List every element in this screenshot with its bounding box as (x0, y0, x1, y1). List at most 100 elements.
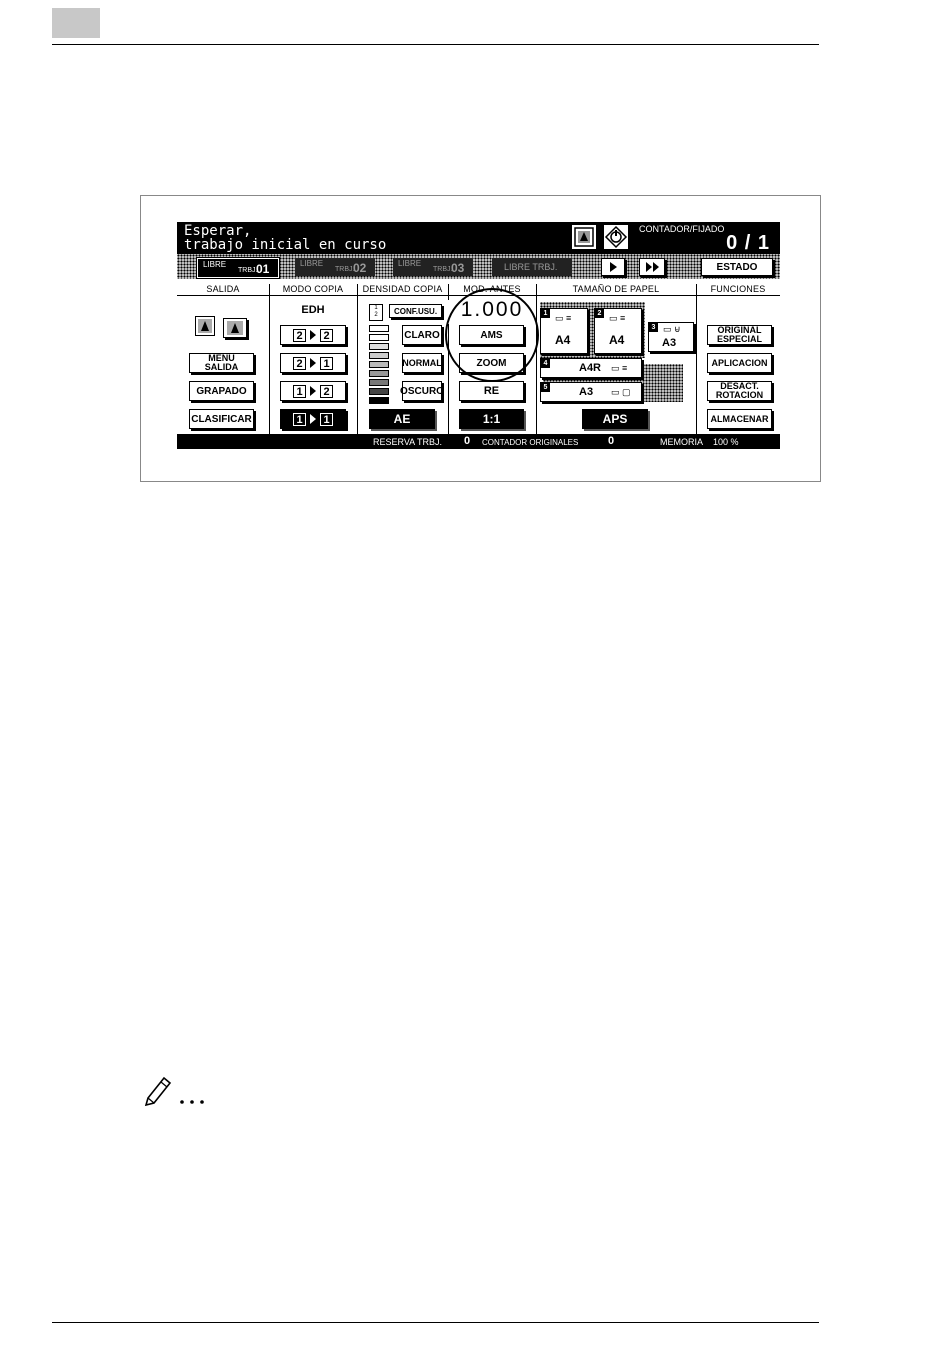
tray-5-number: 5 (541, 383, 550, 392)
job-3-button[interactable]: LIBRE TRBJ. 03 (393, 258, 473, 276)
copy-mode-to: 2 (320, 384, 333, 398)
estado-button[interactable]: ESTADO (701, 258, 773, 276)
control-panel-screen: Esperar, trabajo inicial en curso CONTAD… (177, 222, 780, 449)
job-1-sub: TRBJ. (238, 267, 258, 274)
paper-orientation-icon: ▭ ⊌ (663, 324, 681, 334)
job-2-label: LIBRE (300, 259, 324, 268)
tray-4-size: A4R (579, 362, 602, 374)
claro-button[interactable]: CLARO (402, 325, 442, 345)
scroll-next-button[interactable] (601, 258, 625, 276)
message-line-2: trabajo inicial en curso (184, 237, 387, 253)
copy-mode-to: 1 (320, 356, 333, 370)
tamano-header: TAMAÑO DE PAPEL (572, 284, 660, 294)
original-icon-button[interactable] (572, 225, 596, 249)
density-scale-6 (369, 370, 389, 377)
densidad-header: DENSIDAD COPIA (362, 284, 443, 294)
scroll-end-button[interactable] (639, 258, 665, 276)
density-scale-5 (369, 361, 389, 368)
reserva-value: 0 (464, 435, 471, 447)
oscuro-button[interactable]: OSCURO (400, 381, 444, 401)
document-icon (227, 321, 243, 335)
re-button[interactable]: RE (459, 381, 524, 401)
density-scale-1 (369, 325, 389, 332)
density-scale-2 (369, 334, 389, 341)
tray-1-size: A4 (555, 333, 571, 347)
message-line-1: Esperar, (184, 223, 252, 239)
interrupt-icon (604, 225, 628, 249)
grapado-button[interactable]: GRAPADO (189, 381, 254, 401)
paper-orientation-icon: ▭ ▢ (611, 387, 631, 397)
paper-orientation-icon: ▭ ≡ (611, 363, 628, 373)
tray-3-number: 3 (649, 323, 658, 332)
tray-2-number: 2 (595, 309, 604, 318)
aps-button[interactable]: APS (582, 409, 648, 429)
density-scale-9 (369, 397, 389, 404)
output-face-down-icon[interactable] (223, 318, 247, 338)
ratio-1-1-button[interactable]: 1:1 (459, 409, 524, 429)
funciones-header: FUNCIONES (710, 284, 766, 294)
copy-mode-from: 2 (293, 328, 306, 342)
job-4-button[interactable]: LIBRE TRBJ. (492, 258, 572, 276)
memoria-value: 100 % (713, 437, 739, 447)
counter-label: CONTADOR/FIJADO (639, 224, 725, 234)
job-3-number: 03 (451, 261, 465, 275)
originales-label: CONTADOR ORIGINALES (482, 438, 579, 447)
tray-5-size: A3 (579, 386, 594, 398)
tray-3-size: A3 (662, 337, 677, 349)
job-4-label: LIBRE TRBJ. (504, 262, 558, 272)
status-bar (177, 434, 780, 449)
copy-mode-from: 2 (293, 356, 306, 370)
fast-forward-icon-part (652, 262, 659, 272)
tray-1-number: 1 (541, 309, 550, 318)
clasificar-button[interactable]: CLASIFICAR (189, 409, 254, 429)
conf-usu-button[interactable]: CONF.USU. (389, 304, 442, 318)
tray-4-button[interactable]: 4 A4R ▭ ≡ (540, 358, 642, 378)
arrow-right-icon (310, 414, 316, 424)
copy-mode-to: 2 (320, 328, 333, 342)
density-scale-3 (369, 343, 389, 350)
interrupt-icon-button[interactable] (604, 225, 628, 249)
highlight-circle (445, 288, 539, 382)
fast-forward-icon (645, 262, 652, 272)
counter-value: 0 / 1 (726, 232, 770, 254)
tray-5-button[interactable]: 5 A3 ▭ ▢ (540, 382, 642, 402)
play-icon (609, 262, 617, 272)
tray-1-button[interactable]: 1 ▭ ≡ A4 (540, 308, 588, 354)
normal-button[interactable]: NORMAL (402, 353, 442, 373)
edh-label: EDH (301, 304, 325, 316)
density-scale-8 (369, 388, 389, 395)
output-face-up-icon[interactable] (195, 316, 215, 336)
job-1-button[interactable]: LIBRE TRBJ. 01 (197, 258, 279, 278)
job-2-button[interactable]: LIBRE TRBJ. 02 (295, 258, 375, 276)
tray-4-number: 4 (541, 359, 550, 368)
separator (696, 284, 697, 434)
job-1-number: 01 (256, 262, 270, 276)
reserva-label: RESERVA TRBJ. (373, 437, 443, 447)
almacenar-button[interactable]: ALMACENAR (707, 409, 772, 429)
job-1-label: LIBRE (203, 260, 227, 269)
separator (357, 284, 358, 434)
message-bar (177, 222, 780, 254)
originales-value: 0 (608, 435, 615, 447)
desact-rotacion-button[interactable]: DESACT.ROTACION (707, 381, 772, 401)
job-2-sub: TRBJ. (335, 266, 355, 273)
ae-button[interactable]: AE (369, 409, 435, 429)
memoria-label: MEMORIA (660, 437, 704, 447)
modo-copia-header: MODO COPIA (282, 284, 344, 294)
figure-frame (140, 195, 821, 482)
tray-2-button[interactable]: 2 ▭ ≡ A4 (594, 308, 642, 354)
arrow-right-icon (310, 330, 316, 340)
copy-mode-to: 1 (320, 412, 333, 426)
separator (448, 284, 449, 434)
job-3-sub: TRBJ. (433, 266, 453, 273)
aplicacion-button[interactable]: APLICACION (707, 353, 772, 373)
paper-orientation-icon: ▭ ≡ (555, 313, 572, 323)
tray-3-button[interactable]: 3 ▭ ⊌ A3 (648, 322, 694, 352)
